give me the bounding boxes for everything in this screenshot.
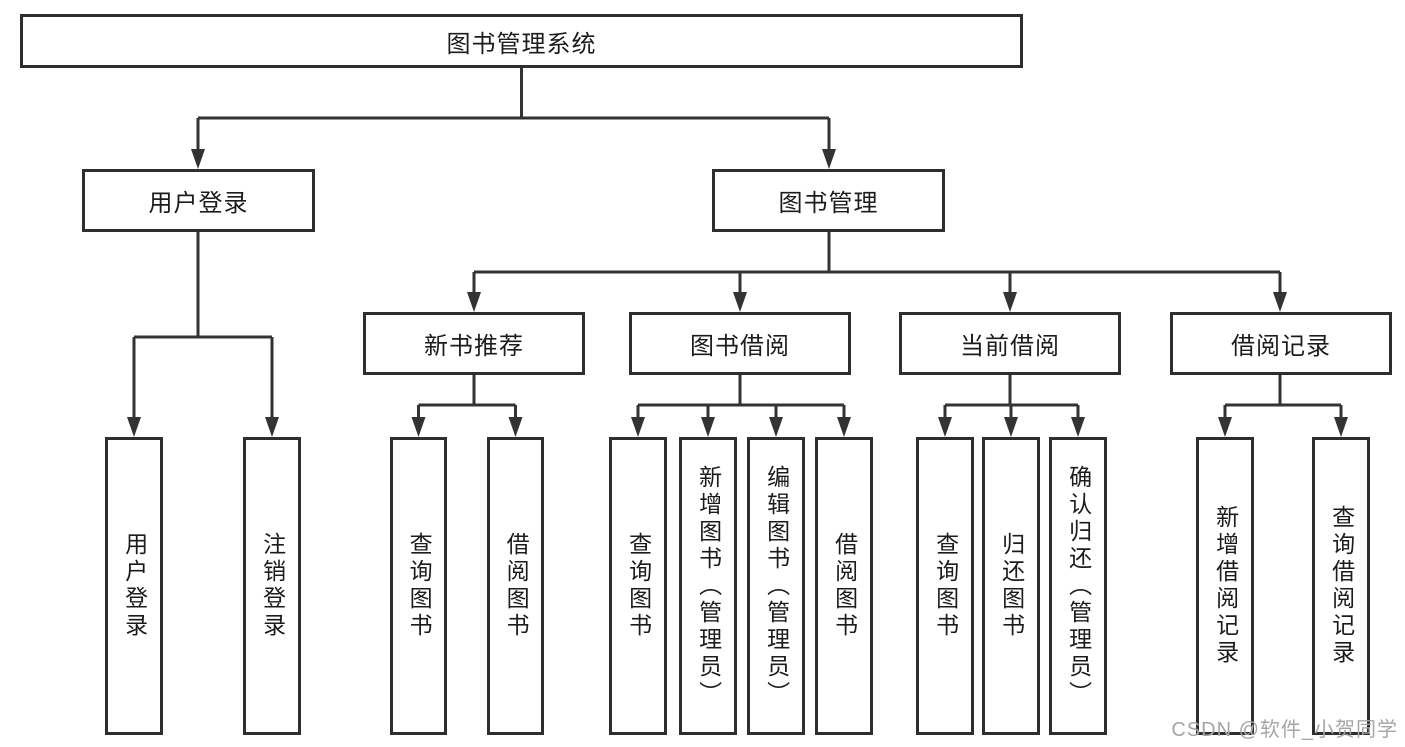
arrow-icon [411, 417, 426, 437]
leaf-record-query: 查询借阅记录 [1312, 437, 1370, 735]
node-new-book-recommend: 新书推荐 [363, 312, 585, 375]
arrow-icon [508, 417, 523, 437]
node-borrow-record: 借阅记录 [1170, 312, 1392, 375]
node-root: 图书管理系统 [20, 14, 1023, 68]
node-user-login: 用户登录 [82, 169, 315, 232]
node-book-borrow: 图书借阅 [629, 312, 851, 375]
leaf-logout: 注销登录 [243, 437, 301, 735]
arrow-icon [1004, 417, 1018, 437]
arrow-icon [191, 149, 205, 169]
arrow-icon [733, 292, 747, 312]
arrow-icon [1334, 417, 1348, 437]
leaf-borrow-add-admin: 新增图书（管理员） [679, 437, 737, 735]
arrow-icon [769, 417, 783, 437]
arrow-icon [467, 292, 481, 312]
arrow-icon [701, 417, 715, 437]
arrow-icon [127, 417, 141, 437]
arrow-icon [1273, 292, 1287, 312]
connector-shafts [132, 68, 1343, 421]
arrow-icon [837, 417, 851, 437]
arrow-icon [631, 417, 645, 437]
arrow-icon [822, 149, 836, 169]
leaf-newbook-query: 查询图书 [390, 437, 447, 735]
arrow-icon [1003, 292, 1017, 312]
arrow-icon [1218, 417, 1232, 437]
leaf-current-return: 归还图书 [982, 437, 1040, 735]
arrow-icon [1071, 417, 1085, 437]
leaf-current-confirm-admin: 确认归还（管理员） [1049, 437, 1107, 735]
leaf-current-query: 查询图书 [916, 437, 974, 735]
leaf-borrow-edit-admin: 编辑图书（管理员） [747, 437, 805, 735]
leaf-borrow-borrow: 借阅图书 [815, 437, 873, 735]
watermark: CSDN @软件_小贺同学 [1171, 719, 1398, 741]
arrow-icon [265, 417, 279, 437]
leaf-record-add: 新增借阅记录 [1196, 437, 1254, 735]
node-current-borrow: 当前借阅 [899, 312, 1121, 375]
arrow-icon [938, 417, 952, 437]
leaf-borrow-query: 查询图书 [609, 437, 667, 735]
leaf-user-login: 用户登录 [105, 437, 163, 735]
leaf-newbook-borrow: 借阅图书 [487, 437, 544, 735]
node-book-management: 图书管理 [712, 169, 945, 232]
arrowheads [127, 149, 1348, 437]
